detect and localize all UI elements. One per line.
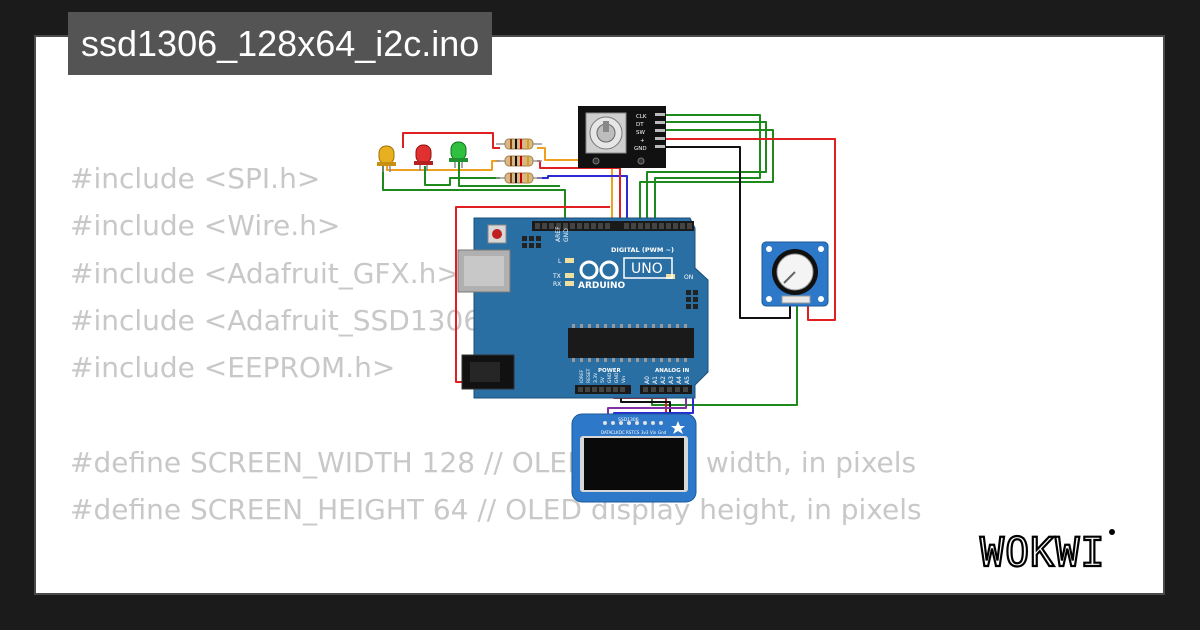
code-line: #include <Adafruit_GFX.h> — [70, 256, 460, 290]
analog-label: ANALOG IN — [655, 368, 690, 374]
wire-red-enc-vcc — [660, 138, 836, 321]
atmega-chip — [568, 328, 694, 358]
led-tx-indicator — [565, 273, 574, 278]
aref-label: AREF — [555, 226, 562, 242]
pin-5v: 5V — [600, 376, 606, 383]
arduino-uno-board: AREF GND DIGITAL (PWM ~) TX RX L ON ARDU… — [457, 217, 709, 399]
oled-display: SSD1306 DATA CLK DC RST CS 3v3 Vin Gnd — [571, 413, 697, 503]
wire-black-enc-gnd — [660, 146, 791, 319]
code-preview: #include <SPI.h> #include <Wire.h> #includ… — [70, 155, 1069, 593]
encoder-pin-gnd: GND — [634, 146, 647, 152]
rx-label: RX — [553, 281, 561, 288]
wire-orange-d8 — [537, 147, 613, 225]
encoder-pin-plus: + — [640, 138, 645, 144]
oled-pin-3v3: 3v3 — [641, 430, 649, 435]
gnd-label: GND — [563, 228, 570, 242]
pin-gnd-1: GND — [607, 372, 613, 383]
wire-green-enc-dt — [646, 121, 767, 225]
pin-a0: A0 — [644, 376, 651, 384]
pin-a3: A3 — [668, 376, 675, 384]
pin-a4: A4 — [676, 376, 683, 384]
pin-a2: A2 — [660, 376, 667, 384]
encoder-pin-labels: CLK DT SW + GND — [634, 114, 647, 152]
oled-pin-data: DATA — [601, 430, 612, 435]
oled-screen — [584, 438, 684, 490]
led-yellow — [377, 145, 396, 172]
uno-model: UNO — [631, 261, 663, 277]
potentiometer — [761, 241, 829, 307]
pin-3v3: 3.3V — [593, 372, 599, 383]
code-line: #include <Wire.h> — [70, 209, 341, 243]
wire-green-enc-sw — [639, 129, 774, 225]
oled-chip-label: SSD1306 — [618, 417, 639, 423]
oled-star-icon — [671, 421, 685, 434]
digital-pwm-label: DIGITAL (PWM ~) — [611, 246, 674, 254]
wire-green-led2 — [424, 166, 500, 186]
arduino-brand: ARDUINO — [578, 281, 626, 291]
pin-vin: Vin — [621, 376, 627, 383]
oled-pin-labels: DATA CLK DC RST CS 3v3 Vin Gnd — [601, 430, 667, 435]
wire-green-led3 — [458, 162, 560, 187]
resistor-1 — [496, 138, 542, 150]
encoder-pin-dt: DT — [636, 122, 644, 128]
led-on-indicator — [666, 274, 675, 279]
reset-button-cap — [492, 229, 502, 239]
encoder-pin-sw: SW — [636, 130, 645, 136]
wokwi-logo-text: WOKWI — [980, 530, 1105, 576]
led-green — [449, 141, 468, 168]
oled-pin-clk: CLK — [611, 430, 619, 435]
wokwi-logo: WOKWI — [979, 529, 1115, 576]
power-pin-labels: IOREF RESET 3.3V 5V GND GND Vin — [579, 368, 627, 383]
analog-pin-labels: A0 A1 A2 A3 A4 A5 — [644, 376, 691, 384]
led-l-indicator — [565, 258, 574, 263]
resistor-2 — [496, 155, 542, 167]
pin-a1: A1 — [652, 376, 659, 384]
oled-pin-gnd: Gnd — [658, 430, 667, 435]
l-label: L — [558, 258, 562, 265]
pin-gnd-2: GND — [614, 372, 620, 383]
wire-blue-d6 — [537, 175, 628, 225]
arduino-infinity-logo — [579, 260, 619, 280]
led-rx-indicator — [565, 281, 574, 286]
oled-pin-rst: RST — [626, 430, 634, 435]
power-label: POWER — [598, 368, 622, 374]
sketch-title: ssd1306_128x64_i2c.ino — [68, 12, 493, 75]
pin-a5: A5 — [684, 376, 691, 384]
wire-red-led-bus — [402, 132, 500, 149]
code-line: #include <SPI.h> — [70, 162, 321, 195]
code-line: #define SCREEN_HEIGHT 64 // OLED display… — [70, 493, 922, 527]
wire-orange-led — [386, 160, 500, 171]
on-label: ON — [684, 274, 693, 281]
pin-ioref: IOREF — [579, 369, 585, 383]
oled-pin-dc: DC — [619, 430, 625, 435]
encoder-pin-clk: CLK — [636, 114, 647, 120]
pin-reset: RESET — [586, 368, 592, 383]
digital-header — [532, 221, 694, 231]
wire-green-led-gnd — [382, 165, 566, 225]
oled-pin-vin: Vin — [650, 430, 657, 435]
oled-pin-cs: CS — [634, 430, 640, 435]
analog-header — [640, 385, 692, 394]
led-red — [414, 144, 433, 171]
code-line: // Declaration for an SSD1306 display co… — [70, 581, 1069, 593]
resistor-3 — [496, 172, 542, 184]
wire-green-enc-clk — [654, 114, 761, 225]
wire-red-d7 — [537, 160, 621, 225]
rotary-encoder: CLK DT SW + GND — [578, 106, 666, 168]
tx-label: TX — [552, 273, 561, 280]
code-line: #include <EEPROM.h> — [70, 351, 396, 385]
